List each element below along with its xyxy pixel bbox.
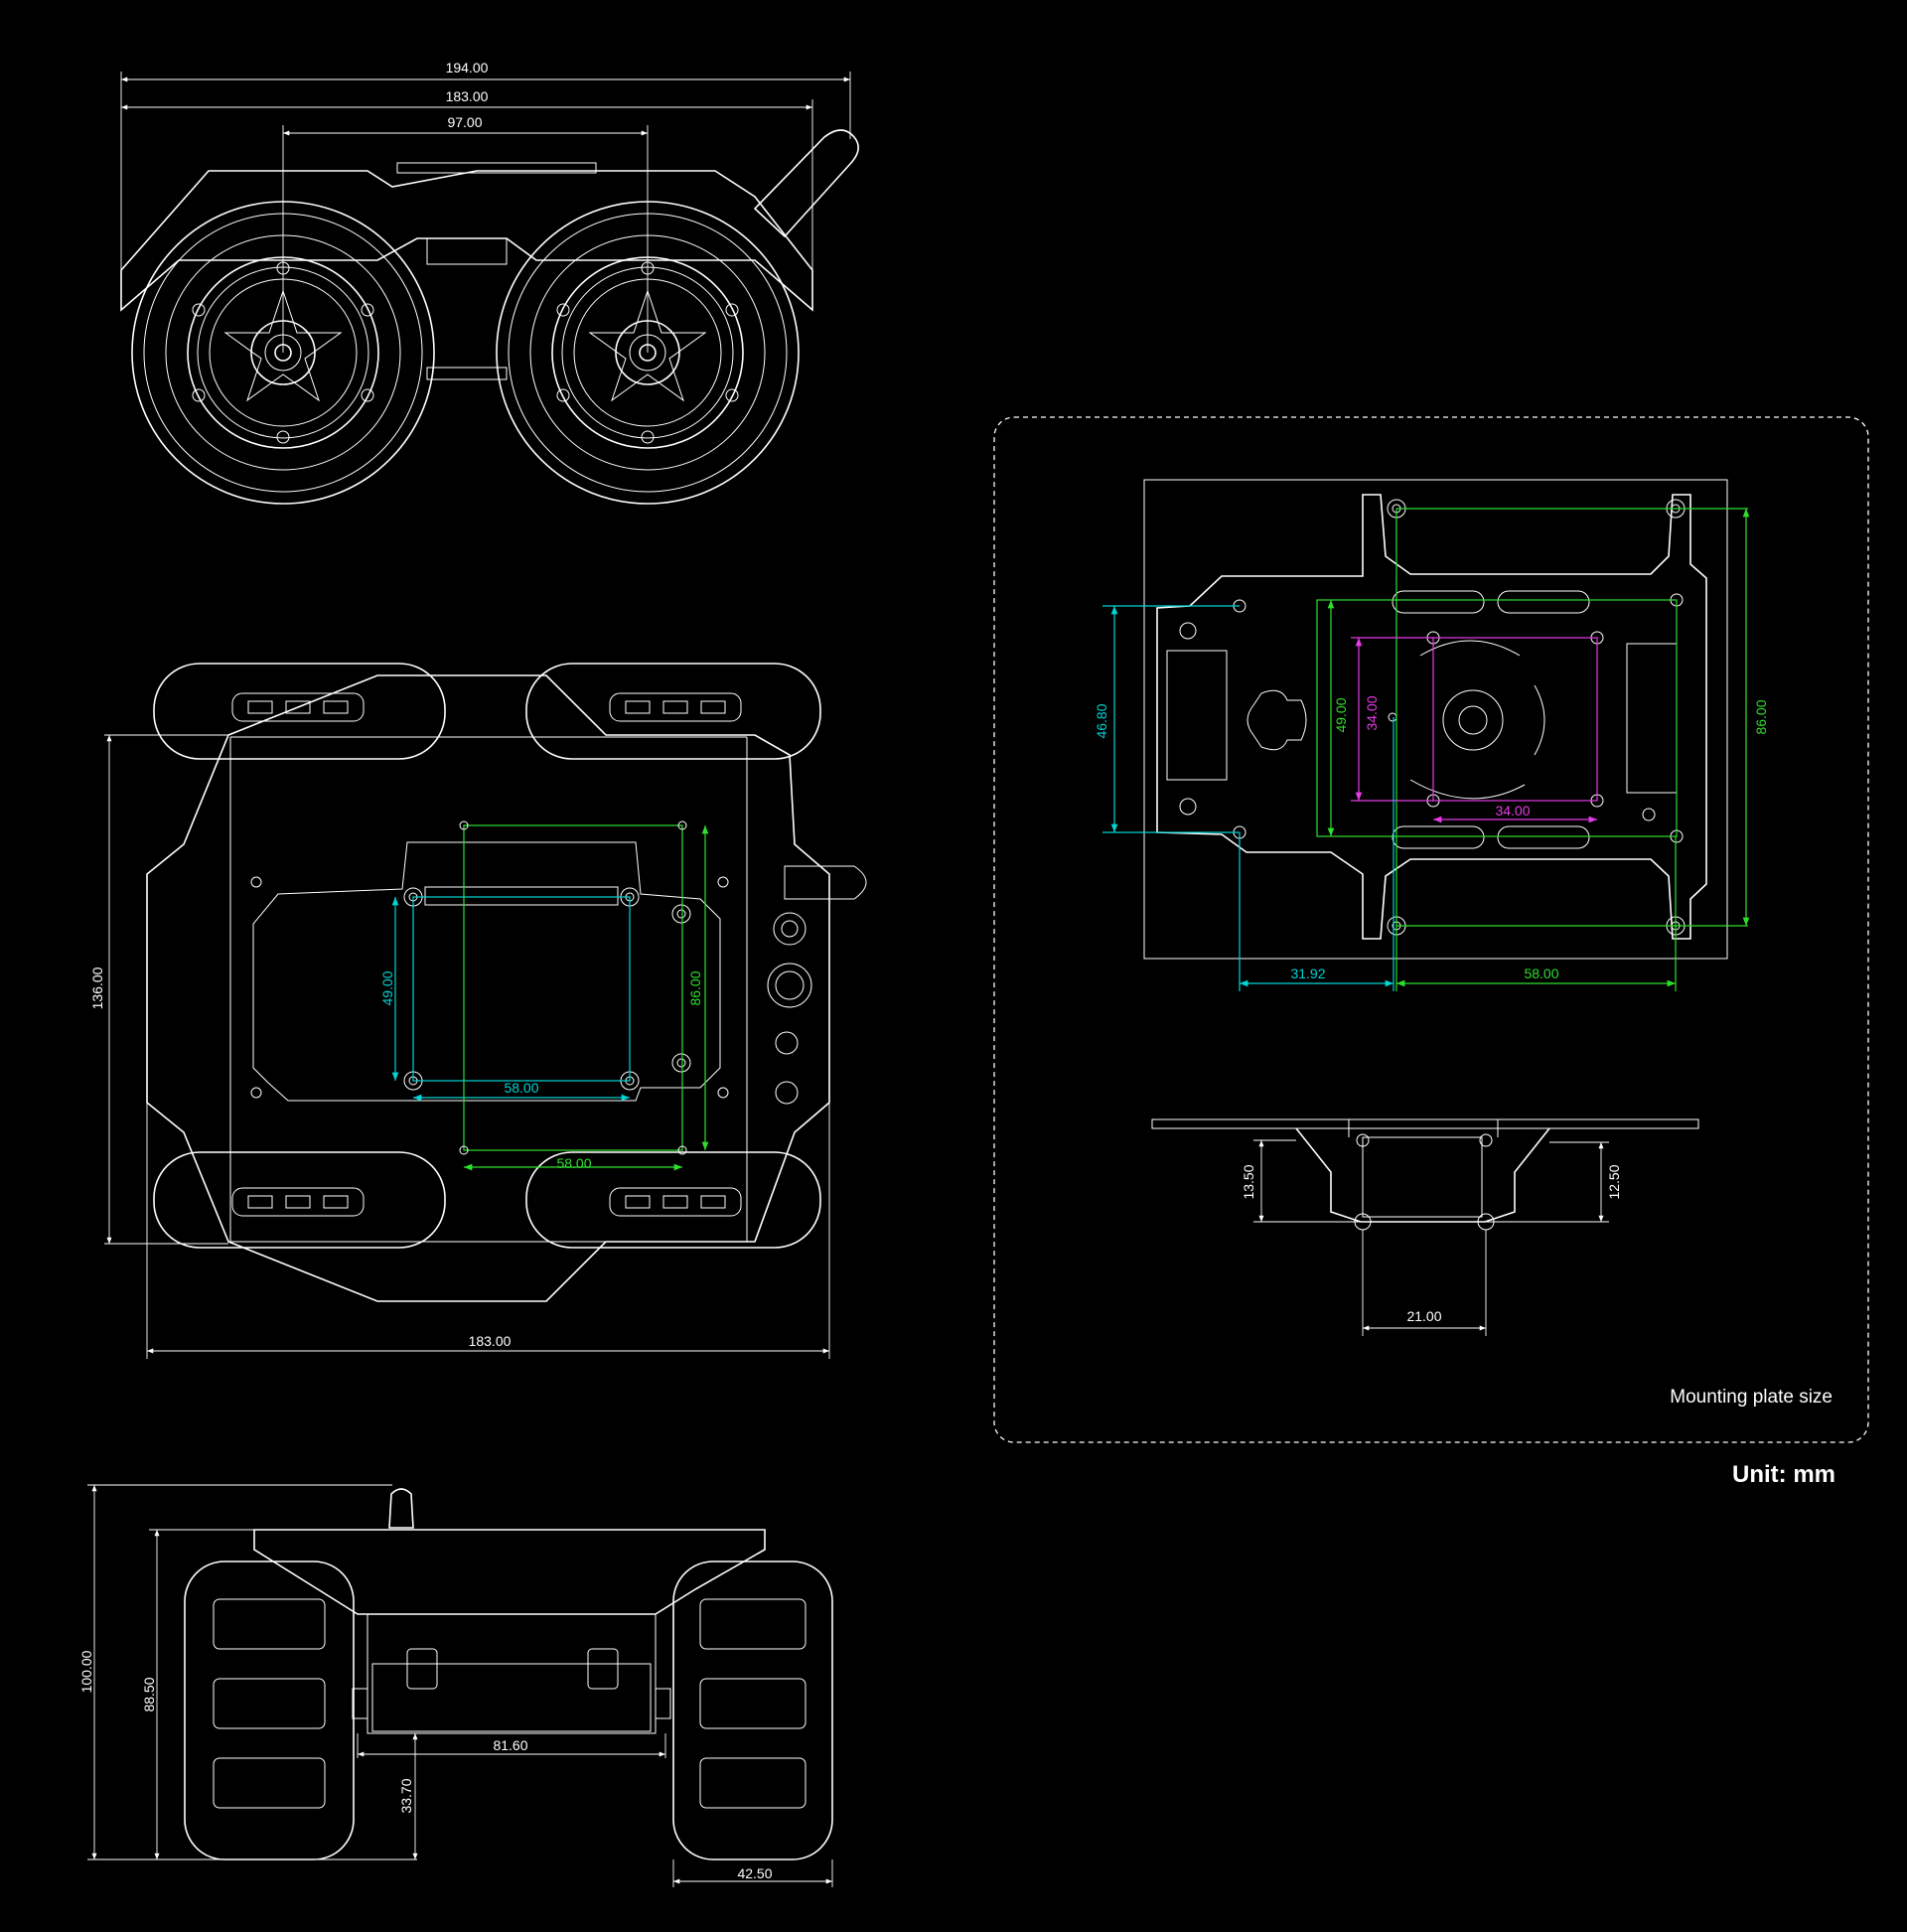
dim-ground-clearance: 33.70 [398, 1778, 414, 1813]
plate-dim-magenta-height: 34.00 [1364, 695, 1380, 730]
plate-dim-hole-span: 58.00 [1524, 966, 1558, 981]
plan-view: 49.00 58.00 86.00 58.00 136.00 183.00 [89, 663, 867, 1359]
dim-wheel-width: 42.50 [737, 1865, 772, 1881]
bracket-dim-right: 12.50 [1606, 1164, 1622, 1199]
bracket-dim-left: 13.50 [1241, 1164, 1256, 1199]
dim-inner-width: 58.00 [504, 1080, 538, 1096]
dim-length: 183.00 [469, 1333, 512, 1349]
mounting-plate-label: Mounting plate size [1670, 1387, 1833, 1408]
dim-outer-width: 58.00 [556, 1155, 591, 1171]
dim-body-height: 88.50 [141, 1677, 157, 1711]
dim-depth: 136.00 [89, 966, 105, 1009]
plate-dim-left-height: 46.80 [1094, 703, 1109, 738]
dim-overall-width: 194.00 [446, 60, 489, 75]
plate-dim-outer-height: 86.00 [1753, 699, 1769, 734]
dim-axle-spacing: 97.00 [447, 114, 482, 130]
bracket-dim-width: 21.00 [1406, 1308, 1441, 1324]
dim-total-height: 100.00 [78, 1650, 94, 1693]
plate-dim-magenta-width: 34.00 [1495, 803, 1530, 818]
dim-body-width: 81.60 [493, 1737, 527, 1753]
plate-dim-offset: 31.92 [1290, 966, 1325, 981]
side-view: 100.00 88.50 33.70 81.60 42.50 [78, 1484, 833, 1887]
bracket-side-view: 13.50 12.50 21.00 [1151, 1118, 1699, 1336]
dim-chassis-width: 183.00 [446, 88, 489, 104]
dim-inner-height: 49.00 [379, 970, 395, 1005]
plate-dim-green-height: 49.00 [1333, 697, 1349, 732]
mounting-plate-panel: 86.00 49.00 58.00 34.00 34.00 46.80 31.9… [993, 416, 1869, 1443]
unit-label: Unit: mm [1732, 1461, 1835, 1488]
front-view: 194.00 183.00 97.00 [120, 60, 859, 505]
dim-outer-height: 86.00 [687, 970, 703, 1005]
